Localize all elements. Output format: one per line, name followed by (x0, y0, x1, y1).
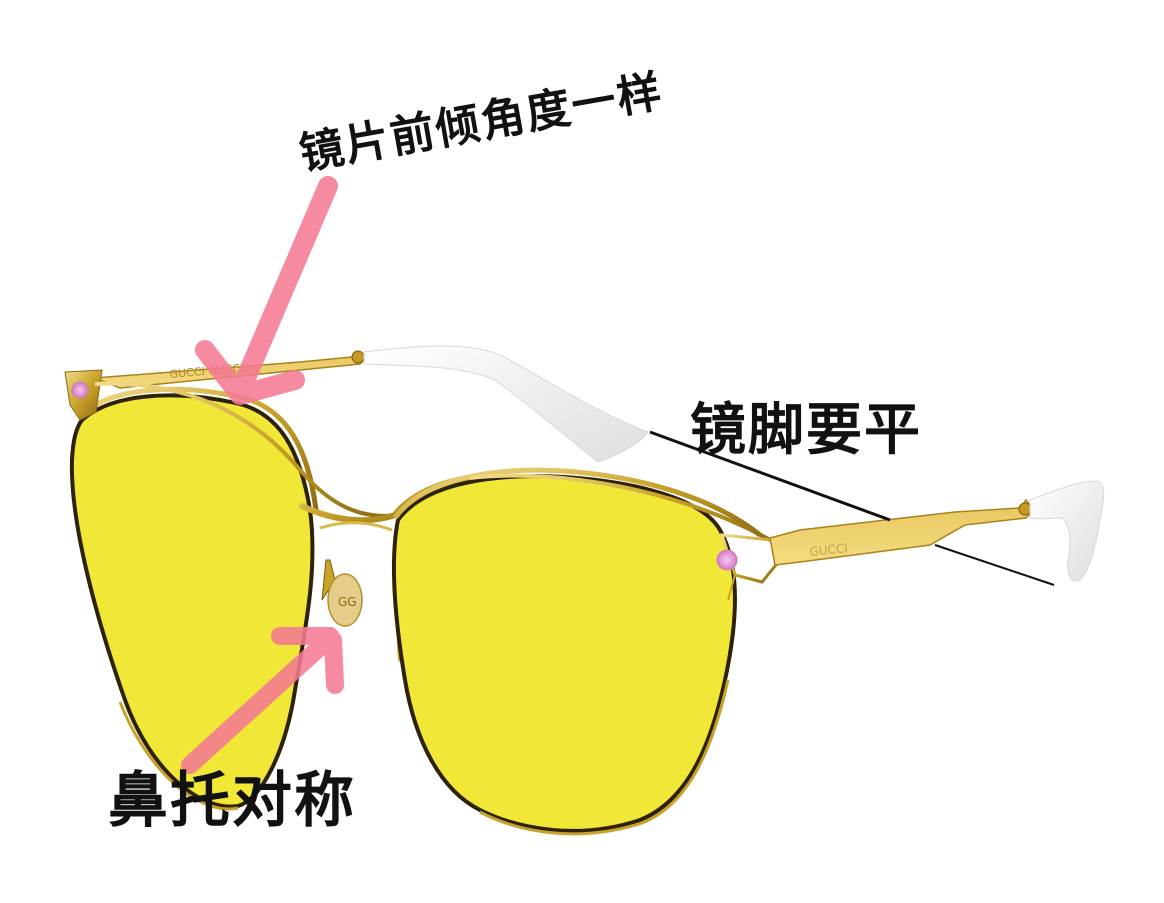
right-endpiece (716, 533, 782, 601)
right-pink-gem (716, 549, 738, 571)
near-temple-arm: GUCCI (769, 480, 1105, 582)
annotation-nose-pad-label: 鼻托对称 (108, 766, 356, 836)
annotation-temple-flat-label: 镜脚要平 (690, 398, 922, 463)
left-nose-pad (327, 573, 363, 627)
right-brow-wire (469, 473, 771, 542)
left-lens (69, 386, 319, 811)
left-brow-wire (94, 381, 401, 518)
right-lens (392, 467, 762, 836)
left-pink-gem (71, 381, 89, 399)
pink-arrow-down-left (195, 176, 338, 405)
svg-text:GG: GG (338, 595, 357, 609)
temple-guide-lines (649, 430, 1055, 586)
temple-engraving: GUCCI (809, 541, 849, 559)
left-endpiece (64, 369, 103, 421)
pink-arrow-up-right (181, 627, 344, 774)
